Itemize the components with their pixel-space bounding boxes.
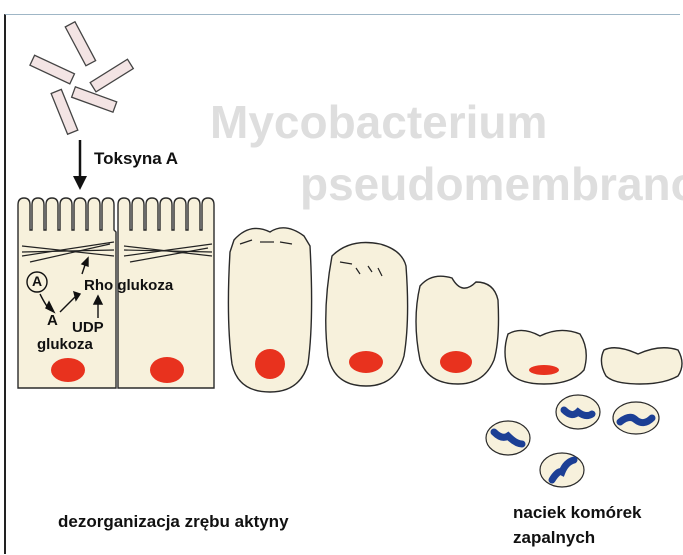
enzyme-symbol: A — [47, 312, 58, 329]
actin-disorganization-caption: dezorganizacja zrębu aktyny — [58, 512, 289, 532]
nucleus — [440, 351, 472, 373]
toxin-arrow — [73, 140, 87, 190]
caption-line: zapalnych — [513, 525, 642, 550]
nucleus — [349, 351, 383, 373]
inflammatory-cell — [613, 402, 659, 434]
toxin-rods — [30, 22, 133, 135]
toxin-rod — [65, 22, 95, 66]
toxin-rod — [90, 59, 133, 92]
cell-6 — [505, 330, 586, 384]
inflammatory-cell — [556, 395, 600, 429]
inflammatory-cell — [486, 421, 530, 455]
caption-line: naciek komórek — [513, 500, 642, 525]
svg-text:pseudomembranous: pseudomembranous — [300, 158, 683, 210]
toxin-symbol: A — [28, 273, 46, 289]
nucleus — [529, 365, 559, 375]
udp-label: UDP — [72, 319, 104, 336]
toxin-label: Toksyna A — [94, 149, 178, 169]
nucleus — [255, 349, 285, 379]
inflammatory-cell — [540, 453, 584, 487]
nucleus — [51, 358, 85, 382]
svg-text:Mycobacterium: Mycobacterium — [210, 96, 547, 148]
inflammatory-cells — [486, 395, 659, 487]
glucose-label: glukoza — [37, 336, 93, 353]
background-watermark: Mycobacterium pseudomembranous — [210, 96, 683, 210]
rho-glucose-label: Rho glukoza — [84, 277, 173, 294]
toxin-rod — [72, 87, 117, 112]
toxin-rod — [30, 55, 75, 84]
cell-7 — [601, 348, 682, 384]
nucleus — [150, 357, 184, 383]
inflammatory-infiltrate-caption: naciek komórek zapalnych — [513, 500, 642, 550]
